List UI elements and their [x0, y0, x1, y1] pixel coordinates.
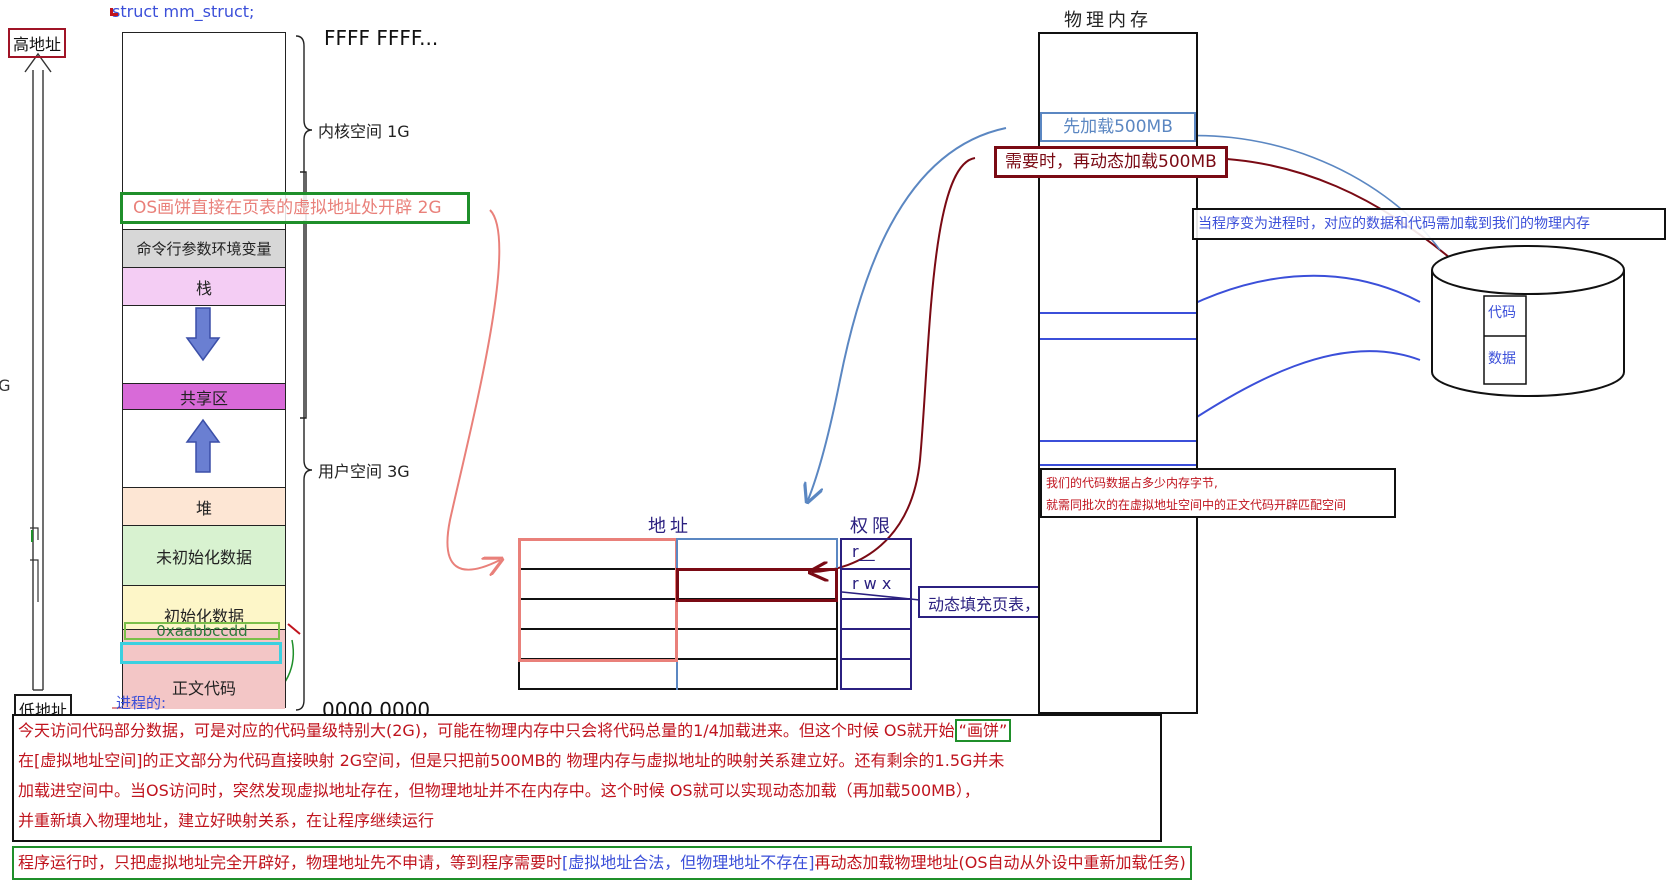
- pagetable-address-header: 地址: [648, 516, 692, 537]
- first-load-box: 先加载500MB: [1040, 112, 1196, 142]
- segment-data: 初始化数据: [123, 585, 285, 629]
- data-to-memory-arrow: [1162, 350, 1421, 440]
- segment-heap: 堆: [123, 487, 285, 525]
- summary-part-2: [虚拟地址合法，但物理地址不存在]: [562, 853, 815, 872]
- space-braces: [295, 35, 313, 711]
- code-highlight-box: [120, 642, 282, 664]
- on-demand-load-box: 需要时，再动态加载500MB: [994, 146, 1228, 178]
- explanation-line-1: 今天访问代码部分数据，可是对应的代码量级特别大(2G)，可能在物理内存中只会将代…: [18, 716, 1156, 746]
- stack-grow-down-arrow-icon: [185, 307, 221, 362]
- total-size-label: 4G: [0, 376, 11, 395]
- red-corner-mark: [110, 8, 118, 16]
- promise-to-pagetable-curve: [446, 209, 500, 570]
- physical-memory: [1038, 32, 1198, 714]
- mm-struct-header: struct mm_struct;: [112, 2, 255, 21]
- pagetable-permission-header: 权限: [850, 516, 894, 537]
- os-promise-box: OS画饼直接在页表的虚拟地址处开辟 2G: [120, 192, 470, 224]
- user-space-label: 用户空间 3G: [318, 462, 410, 481]
- kernel-space-label: 内核空间 1G: [318, 122, 410, 141]
- virtual-addr-column-highlight: [518, 538, 678, 662]
- on-demand-curve: [812, 157, 976, 572]
- high-address-label: 高地址: [8, 28, 67, 58]
- explanation-box: 今天访问代码部分数据，可是对应的代码量级特别大(2G)，可能在物理内存中只会将代…: [12, 714, 1162, 842]
- first-load-curve: [808, 127, 1007, 500]
- process-label: 进程的:: [116, 694, 167, 712]
- red-tick: [287, 623, 301, 635]
- explanation-line-3: 加载进空间中。当OS访问时，突然发现虚拟地址存在，但物理地址并不在内存中。这个时…: [18, 781, 980, 800]
- top-address-label: FFFF FFFF...: [324, 26, 439, 50]
- address-direction-arrow: [24, 52, 52, 691]
- segment-bss: 未初始化数据: [123, 525, 285, 585]
- disk-cylinder-icon: [1431, 245, 1625, 397]
- heap-grow-up-arrow-icon: [185, 418, 221, 473]
- batch-note-line-2: 就需同批次的在虚拟地址空间中的正文代码开辟匹配空间: [1046, 498, 1347, 512]
- physical-memory-title: 物理内存: [1064, 10, 1152, 31]
- perm-read-only: r__: [852, 542, 875, 561]
- batch-note-line-1: 我们的代码数据占多少内存字节,: [1046, 476, 1218, 490]
- code-to-memory-arrow: [1162, 274, 1421, 320]
- summary-box: 程序运行时，只把虚拟地址完全开辟好，物理地址先不申请，等到程序需要时[虚拟地址合…: [12, 846, 1192, 880]
- disk-code-label: 代码: [1488, 305, 1516, 321]
- mapped-physical-cell: [676, 538, 838, 570]
- summary-part-1: 程序运行时，只把虚拟地址完全开辟好，物理地址先不申请，等到程序需要时: [18, 853, 563, 872]
- segment-env: 命令行参数环境变量: [123, 229, 285, 267]
- explanation-line-4: 并重新填入物理地址，建立好映射关系，在让程序继续运行: [18, 811, 435, 830]
- load-to-memory-note: 当程序变为进程时，对应的数据和代码需加载到我们的物理内存: [1192, 208, 1666, 240]
- summary-part-3: 再动态加载物理地址(OS自动从外设中重新加载任务): [814, 853, 1186, 872]
- virtual-address-space: 命令行参数环境变量 栈 共享区 堆 未初始化数据 初始化数据 正文代码: [122, 32, 286, 709]
- segment-stack: 栈: [123, 267, 285, 305]
- batch-allocation-note: 我们的代码数据占多少内存字节, 就需同批次的在虚拟地址空间中的正文代码开辟匹配空…: [1040, 468, 1396, 518]
- perm-read-write-exec: r w x: [852, 574, 892, 593]
- virtual-address-value: 0xaabbccdd: [124, 622, 280, 640]
- disk-data-label: 数据: [1488, 351, 1516, 367]
- promise-highlight: “画饼”: [954, 719, 1012, 742]
- explanation-line-2: 在[虚拟地址空间]的正文部分为代码直接映射 2G空间，但是只把前500MB的 物…: [18, 751, 1005, 770]
- on-demand-physical-cell: [676, 568, 838, 602]
- segment-shared: 共享区: [123, 383, 285, 409]
- page-table: r__ r w x: [518, 538, 918, 690]
